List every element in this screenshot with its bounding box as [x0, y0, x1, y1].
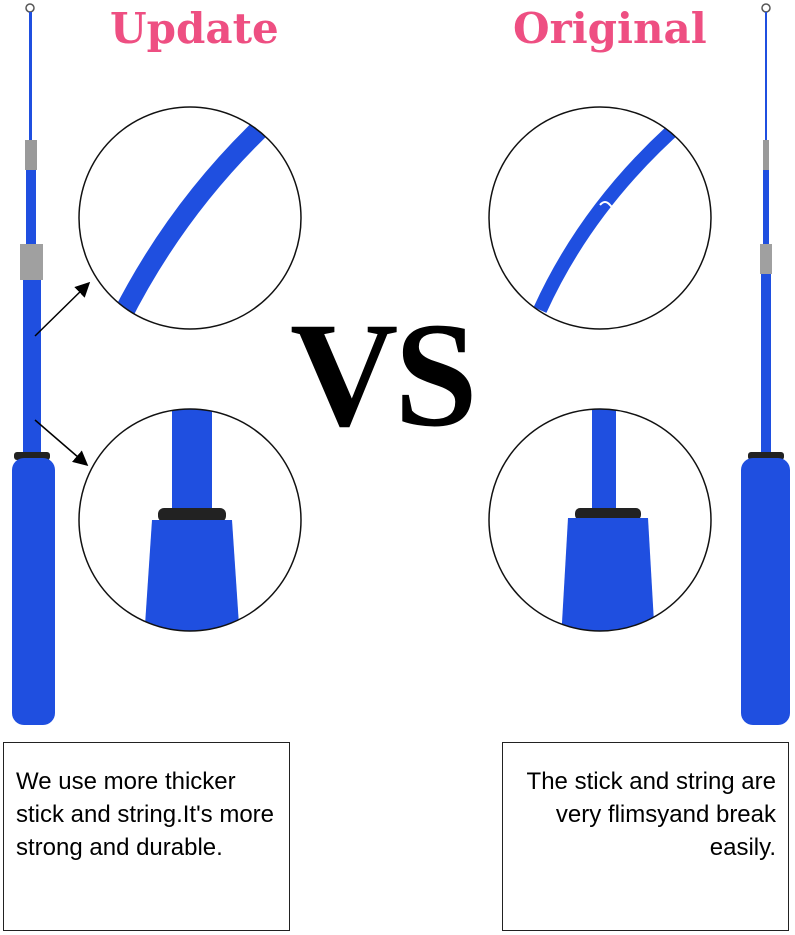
zoom-thick-joint	[144, 409, 240, 631]
zoom-thin-string	[533, 109, 695, 313]
zoom-thin-joint	[561, 409, 655, 631]
original-description: The stick and string are very flimsyand …	[502, 742, 789, 931]
update-description: We use more thicker stick and string.It'…	[3, 742, 290, 931]
zoom-thick-string	[111, 107, 287, 325]
left-rod	[12, 3, 55, 725]
update-title: Update	[110, 4, 279, 53]
right-rod	[741, 3, 790, 725]
vs-label: VS	[290, 292, 478, 458]
original-title: Original	[513, 4, 707, 53]
